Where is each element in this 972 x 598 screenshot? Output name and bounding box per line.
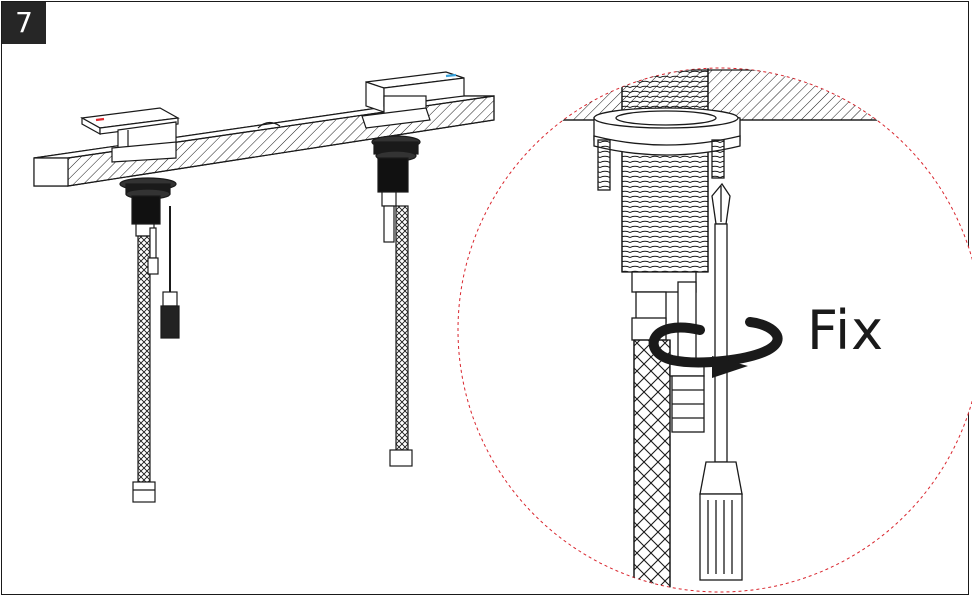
faucet-right [361,71,465,467]
step-number-badge: 7 [2,2,46,44]
screwdriver-icon [699,182,743,581]
cold-indicator [445,73,457,78]
hot-indicator [95,117,105,122]
rotate-arrow-icon [648,317,783,378]
fix-callout-label: Fix [807,299,885,362]
faucet-left [80,107,180,503]
